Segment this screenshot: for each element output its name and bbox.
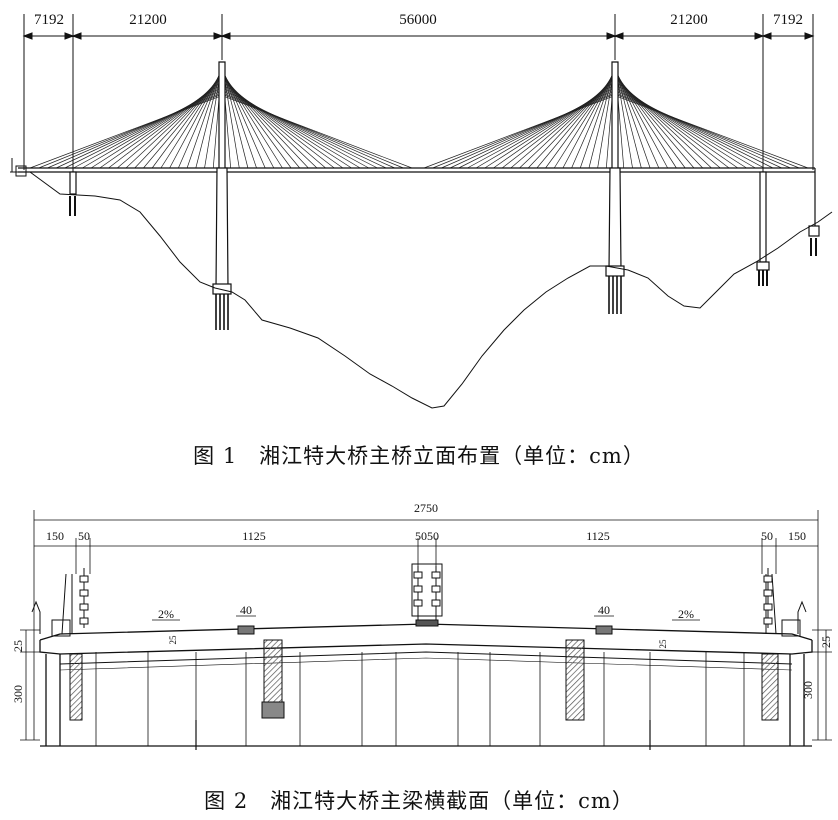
stay-cable (82, 85, 223, 169)
stay-cable (467, 87, 616, 169)
stay-cable (614, 84, 747, 169)
stay-cable (441, 92, 616, 169)
stay-cable (614, 95, 809, 169)
girder-outline (39, 623, 813, 747)
stay-cable (64, 88, 223, 169)
figure1-caption: 图 1 湘江特大桥主桥立面布置（单位：cm） (193, 444, 645, 468)
small-dim-right: 25 (658, 639, 668, 649)
cable-anchor-center (411, 563, 443, 627)
stay-cable (221, 93, 404, 169)
tower-left-piles (215, 294, 229, 330)
dim-5050-center: 5050 (415, 529, 439, 543)
span-dimension-line (22, 14, 815, 175)
diaphragm-stiffeners (95, 652, 745, 746)
span-label-1: 7192 (34, 12, 64, 28)
stay-cable (221, 84, 352, 169)
stay-cable (449, 90, 616, 169)
span-label-3: 56000 (399, 12, 437, 28)
cross-beam-left-base (261, 701, 285, 719)
side-dim-lines (20, 629, 832, 741)
stay-cable (38, 93, 223, 169)
pad-left (237, 625, 255, 635)
deck-thk-right: 25 (819, 636, 833, 648)
bridge-elevation-drawing: 7192 21200 56000 21200 7192 (10, 12, 833, 409)
stay-cable (221, 87, 369, 169)
dim-150-right: 150 (788, 529, 806, 543)
span-label-4: 21200 (670, 12, 708, 28)
tower-right-piles (608, 276, 622, 314)
stay-cable (484, 84, 616, 169)
small-dim-left: 25 (168, 635, 178, 645)
stay-cable (614, 92, 791, 169)
cable-anchor-right (763, 568, 773, 628)
stay-cable (458, 88, 616, 169)
ground-profile (29, 171, 833, 409)
edge-beam-left (69, 653, 83, 721)
stay-cable (221, 80, 335, 169)
stay-cable (614, 82, 739, 169)
stay-cable (99, 82, 223, 169)
stay-cable (614, 80, 730, 169)
stay-cable (614, 93, 800, 169)
deck-thk-left: 25 (11, 640, 25, 652)
stay-cable (29, 95, 223, 169)
stay-cable (423, 95, 616, 169)
stay-cable (614, 87, 765, 169)
edge-beam-right (761, 653, 779, 721)
stay-cable (614, 88, 774, 169)
pad-right (595, 625, 613, 635)
side-pier-left (69, 171, 77, 216)
span-label-5: 7192 (773, 12, 803, 28)
dim-50-left: 50 (78, 529, 90, 543)
total-width-label: 2750 (414, 501, 438, 515)
dim-150-left: 150 (46, 529, 64, 543)
stay-cable (614, 85, 756, 169)
stay-cable (108, 80, 223, 169)
dim-1125-right: 1125 (586, 529, 610, 543)
span-label-2: 21200 (129, 12, 167, 28)
cable-anchor-left (79, 568, 89, 628)
girder-cross-section-drawing: 2750 150 50 1125 5050 1125 50 150 (11, 501, 833, 750)
stay-cable (221, 90, 387, 169)
dim-1125-left: 1125 (242, 529, 266, 543)
side-pier-right (756, 171, 770, 286)
cross-beam-left (263, 639, 283, 703)
tower-right (605, 61, 625, 277)
stay-cable (90, 84, 223, 169)
stay-cable (221, 85, 361, 169)
stay-cable (221, 88, 378, 169)
drain-pipes (195, 720, 651, 750)
stay-cable (614, 90, 782, 169)
girder-height-right: 300 (801, 681, 815, 699)
figure2-caption: 图 2 湘江特大桥主梁横截面（单位：cm） (204, 789, 634, 813)
stay-cable (47, 92, 223, 169)
bridge-deck (10, 158, 815, 177)
cross-beam-right (565, 639, 585, 721)
stay-cables (29, 61, 809, 169)
stay-cable (221, 92, 395, 169)
girder-height-left: 300 (11, 685, 25, 703)
barrier-left (31, 573, 73, 637)
stay-cable (221, 95, 413, 169)
stay-cable (493, 82, 616, 169)
pad-width-right: 40 (598, 603, 610, 617)
tower-left (212, 61, 232, 295)
slope-left: 2% (158, 607, 174, 621)
stay-cable (73, 87, 223, 169)
dim-50-right: 50 (761, 529, 773, 543)
stay-cable (56, 90, 223, 169)
stay-cable (221, 82, 344, 169)
total-width-dimension (33, 510, 819, 740)
abutment-right (808, 168, 820, 256)
stay-cable (475, 85, 616, 169)
stay-cable (501, 80, 616, 169)
stay-cable (432, 93, 616, 169)
pad-width-left: 40 (240, 603, 252, 617)
slope-right: 2% (678, 607, 694, 621)
